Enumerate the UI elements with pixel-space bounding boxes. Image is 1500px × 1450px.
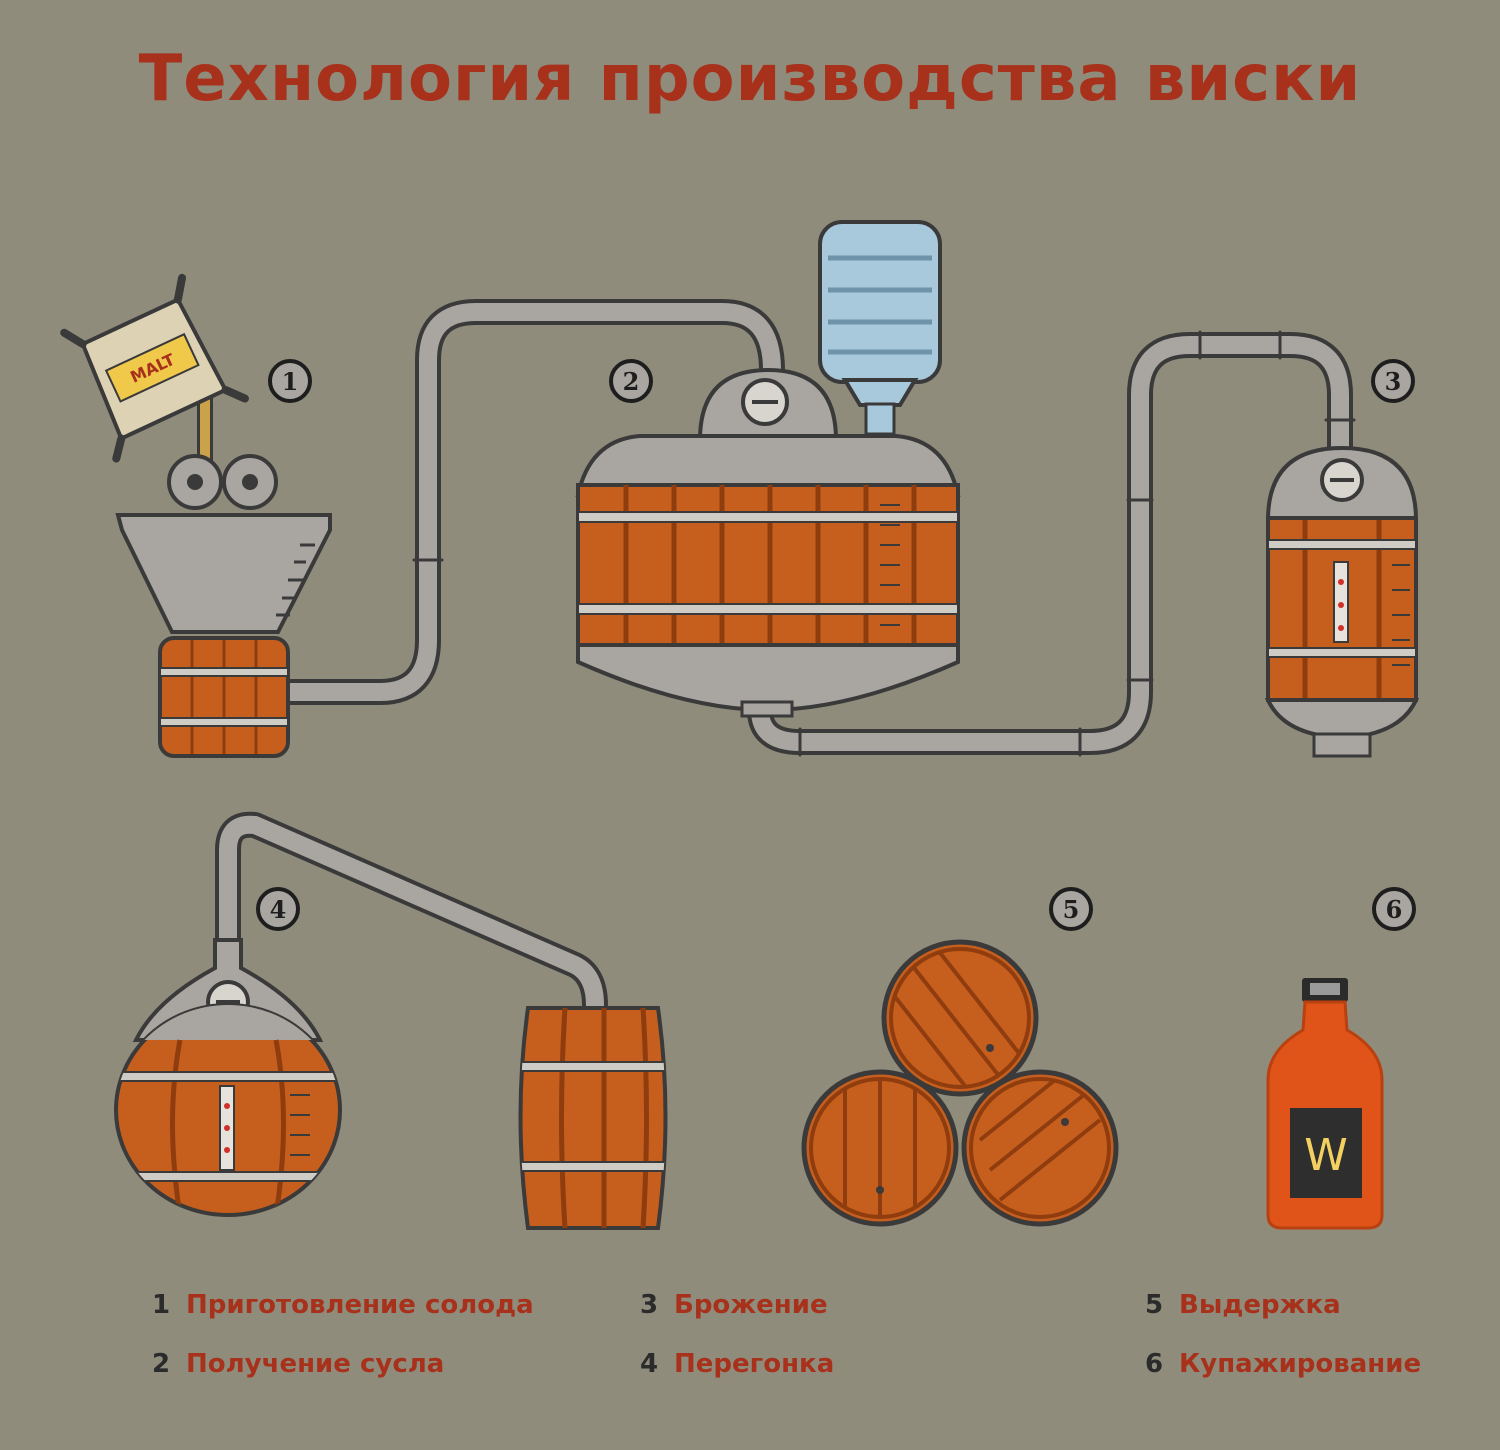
malt-bag-icon: MALT <box>60 273 249 463</box>
barrel-icon <box>801 1069 959 1227</box>
legend-item-6: 6 Купажирование <box>1145 1349 1421 1379</box>
bottle-label: W <box>1304 1130 1348 1181</box>
barrel-icon <box>961 1069 1119 1227</box>
legend-item-1: 1 Приготовление солода <box>152 1290 534 1320</box>
step-3-fermentation <box>1264 445 1420 758</box>
mill-cask <box>158 636 290 758</box>
legend-text: Получение сусла <box>186 1349 445 1379</box>
step-2-mash-tun <box>575 220 961 718</box>
svg-text:1: 1 <box>282 367 299 396</box>
legend-text: Купажирование <box>1179 1349 1422 1379</box>
svg-text:4: 4 <box>270 895 287 924</box>
legend-number: 6 <box>1145 1349 1164 1379</box>
legend-number: 3 <box>640 1290 659 1320</box>
legend-text: Брожение <box>674 1290 828 1320</box>
legend-number: 5 <box>1145 1290 1164 1320</box>
page-title: Технология производства виски <box>138 42 1362 116</box>
step-marker-2: 2 <box>609 359 653 403</box>
step-4-distillation <box>114 938 668 1230</box>
step-marker-5: 5 <box>1049 887 1093 931</box>
legend-number: 1 <box>152 1290 171 1320</box>
step-marker-1: 1 <box>268 359 312 403</box>
svg-text:5: 5 <box>1063 895 1080 924</box>
svg-text:6: 6 <box>1386 895 1403 924</box>
legend-text: Приготовление солода <box>186 1290 534 1320</box>
legend-number: 2 <box>152 1349 171 1379</box>
step-markers: 1 2 3 4 5 6 <box>256 359 1416 931</box>
legend-item-4: 4 Перегонка <box>640 1349 834 1379</box>
hopper <box>115 513 332 634</box>
svg-text:3: 3 <box>1385 367 1402 396</box>
legend-item-3: 3 Брожение <box>640 1290 828 1320</box>
step-marker-6: 6 <box>1372 887 1416 931</box>
water-bottle-icon <box>818 220 942 436</box>
svg-text:2: 2 <box>623 367 640 396</box>
step-6-blending: W <box>1266 978 1384 1230</box>
legend-item-2: 2 Получение сусла <box>152 1349 444 1379</box>
barrel-icon <box>881 939 1039 1097</box>
step-1-malting: MALT <box>60 273 332 758</box>
step-marker-4: 4 <box>256 887 300 931</box>
legend-number: 4 <box>640 1349 659 1379</box>
step-marker-3: 3 <box>1371 359 1415 403</box>
whisky-bottle-icon: W <box>1266 978 1384 1230</box>
pipes <box>215 299 1356 1018</box>
legend-text: Выдержка <box>1179 1290 1341 1320</box>
collecting-cask <box>518 1006 668 1230</box>
mill-rollers-icon <box>167 454 278 510</box>
legend-item-5: 5 Выдержка <box>1145 1290 1341 1320</box>
step-5-maturation <box>801 939 1119 1227</box>
legend-text: Перегонка <box>674 1349 835 1379</box>
